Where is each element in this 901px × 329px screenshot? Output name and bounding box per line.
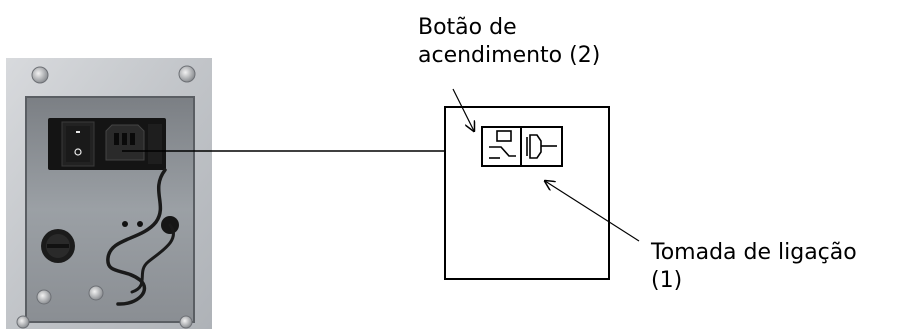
power-socket-label: Tomada de ligação (1) [651, 239, 857, 295]
schematic-socket-symbol [526, 134, 557, 159]
power-button-label-line2: acendimento (2) [418, 43, 601, 68]
power-button-arrow [452, 88, 474, 131]
screw-icon [36, 289, 52, 305]
screw-icon [178, 65, 196, 83]
rocker-switch-icon [61, 121, 95, 167]
iec-socket-icon [105, 124, 145, 161]
schematic-switch-symbol [489, 130, 516, 159]
screw-icon [88, 285, 104, 301]
power-socket-label-line2: (1) [651, 268, 683, 293]
panel-photo [6, 58, 212, 329]
fuse-holder-knob-icon [41, 229, 75, 263]
screw-icon [16, 315, 30, 329]
cable-icon [106, 168, 167, 306]
power-button-label: Botão de acendimento (2) [418, 14, 600, 70]
power-button-label-line1: Botão de [418, 15, 517, 40]
schematic [444, 106, 610, 280]
power-socket-label-line1: Tomada de ligação [651, 240, 857, 265]
power-socket-arrow [545, 181, 640, 242]
fuse-slot [148, 124, 162, 164]
screw-icon [179, 315, 193, 329]
screw-icon [31, 66, 49, 84]
hole [137, 221, 143, 227]
hole [122, 221, 128, 227]
